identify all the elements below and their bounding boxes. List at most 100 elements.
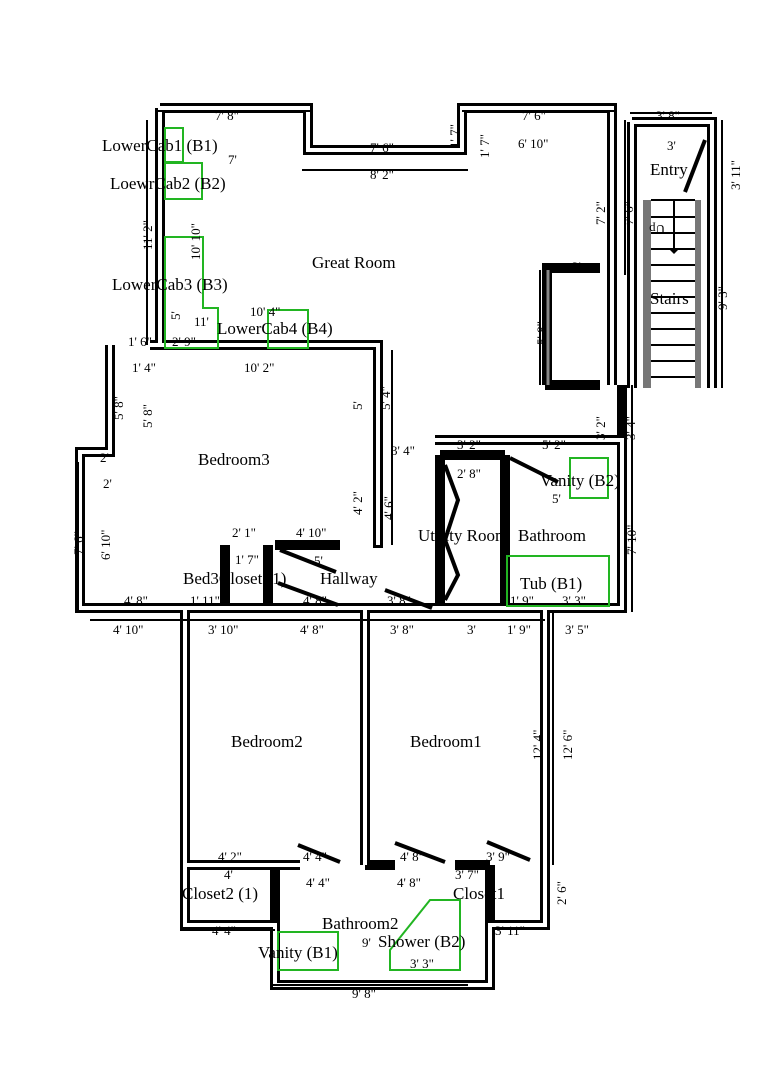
dim-label: 2' 8" bbox=[457, 466, 481, 481]
dim-label: 5' 2" bbox=[542, 437, 566, 452]
dim-label: 6' 10" bbox=[98, 530, 113, 560]
dim-label: 10' 10" bbox=[188, 223, 203, 260]
dim-label: 1' 9" bbox=[507, 622, 531, 637]
dim-label: 1' 11" bbox=[190, 593, 220, 608]
dim-label: 4' 8" bbox=[400, 849, 424, 864]
dim-label: 10' 2" bbox=[244, 360, 274, 375]
dim-label: 6' 10" bbox=[518, 136, 548, 151]
dim-label: 12' 6" bbox=[560, 730, 575, 760]
fixture-lowercab1: LowerCab1 (B1) bbox=[102, 136, 218, 155]
dim-label: 4' 10" bbox=[296, 525, 326, 540]
dim-label: 1' 7" bbox=[235, 552, 259, 567]
room-closet2: Closet2 (1) bbox=[182, 884, 258, 903]
dim-label: 4' 8" bbox=[300, 622, 324, 637]
dim-label: 5' 8" bbox=[534, 321, 549, 345]
dim-label: 7' 6" bbox=[522, 108, 546, 123]
dim-label: 4' 4" bbox=[212, 923, 236, 938]
dim-label: 3' 4" bbox=[391, 443, 415, 458]
dimension-lines bbox=[77, 110, 723, 986]
room-closet1: Closet1 bbox=[453, 884, 505, 903]
dim-label: 3' bbox=[572, 259, 581, 274]
dim-label: 12' 4" bbox=[530, 730, 545, 760]
dim-label: 1' 9" bbox=[510, 593, 534, 608]
fixture-lowercab4: LowerCab4 (B4) bbox=[217, 319, 333, 338]
dim-label: 7' 8" bbox=[215, 108, 239, 123]
fixture-tub-b1: Tub (B1) bbox=[520, 574, 582, 593]
dim-label: 2' bbox=[100, 450, 109, 465]
room-utility: Utility Room bbox=[418, 526, 508, 545]
dim-label: 3' 11" bbox=[728, 160, 743, 190]
dim-label: 2' 1" bbox=[232, 525, 256, 540]
dim-label: 5' bbox=[168, 311, 183, 320]
dim-label: 8' 2" bbox=[370, 167, 394, 182]
room-bedroom1: Bedroom1 bbox=[410, 732, 482, 751]
dim-label: 4' bbox=[224, 867, 233, 882]
walls bbox=[75, 103, 717, 990]
fixture-shower-b2: Shower (B2) bbox=[378, 932, 465, 951]
dim-label: 5' bbox=[314, 553, 323, 568]
dim-label: 3' 2" bbox=[457, 437, 481, 452]
dim-label: 7' 6" bbox=[621, 201, 636, 225]
dim-label: 3' bbox=[467, 622, 476, 637]
fixture-lowercab3: LowerCab3 (B3) bbox=[112, 275, 228, 294]
dim-label: 5' 8" bbox=[140, 404, 155, 428]
dim-label: 3' bbox=[667, 138, 676, 153]
dim-label: 9' 3" bbox=[715, 286, 730, 310]
fixture-vanity-b1: Vanity (B1) bbox=[258, 943, 338, 962]
dim-label: 7' 6" bbox=[71, 531, 86, 555]
dim-label: 5' 8" bbox=[111, 396, 126, 420]
dim-label: 7' 10" bbox=[624, 525, 639, 555]
dim-label: 7' bbox=[228, 152, 237, 167]
dim-label: 2' 9" bbox=[172, 334, 196, 349]
dim-label: 9' 8" bbox=[352, 986, 376, 1001]
dim-label: 4' 2" bbox=[350, 491, 365, 515]
fixtures bbox=[164, 127, 610, 971]
dim-label: 9' bbox=[362, 935, 371, 950]
dim-label: 7' 2" bbox=[593, 201, 608, 225]
dim-label: 3' 10" bbox=[208, 622, 238, 637]
dim-label: 3' 3" bbox=[562, 593, 586, 608]
dim-label: 11' 2" bbox=[140, 220, 155, 250]
dim-label: 2' bbox=[103, 476, 112, 491]
room-labels: Great Room Entry Stairs Up Bedroom3 Bed3… bbox=[102, 136, 689, 962]
dim-label: 4' 2" bbox=[218, 849, 242, 864]
dim-label: 3' 2" bbox=[593, 416, 608, 440]
room-bed3-closet: Bed3Closet (1) bbox=[183, 569, 286, 588]
stairs-up-label: Up bbox=[649, 222, 665, 237]
dim-label: 4' 8" bbox=[124, 593, 148, 608]
arrow-down-icon bbox=[668, 248, 680, 254]
fixture-lowercab2: LoewrCab2 (B2) bbox=[110, 174, 226, 193]
room-bathroom2: Bathroom2 bbox=[322, 914, 399, 933]
dim-label: 4' 8" bbox=[303, 593, 327, 608]
dim-label: 5' bbox=[350, 401, 365, 410]
dim-label: 3' 3" bbox=[410, 956, 434, 971]
room-bedroom3: Bedroom3 bbox=[198, 450, 270, 469]
doors bbox=[277, 139, 707, 864]
dim-label: 11' bbox=[194, 314, 209, 329]
room-stairs: Stairs bbox=[650, 289, 689, 308]
stair-treads bbox=[643, 199, 701, 388]
dim-label: 1' 7" bbox=[477, 134, 492, 158]
dim-label: 3' 8" bbox=[387, 593, 411, 608]
dim-label: 3' 8" bbox=[656, 108, 680, 123]
room-bedroom2: Bedroom2 bbox=[231, 732, 303, 751]
dim-label: 4' 6" bbox=[381, 496, 396, 520]
dim-label: 1' 6" bbox=[128, 334, 152, 349]
dim-label: 4' 10" bbox=[113, 622, 143, 637]
dimension-labels: 7' 8" 7' 6" 7' 6" 3' 8" 7' 8' 2" 1' 7" 1… bbox=[71, 108, 743, 1001]
fixture-vanity-b2: Vanity (B2) bbox=[540, 471, 620, 490]
room-entry: Entry bbox=[650, 160, 688, 179]
dim-label: 3' 7" bbox=[455, 867, 479, 882]
dim-label: 4' 8" bbox=[397, 875, 421, 890]
dim-label: 1' 7" bbox=[447, 124, 462, 148]
dim-label: 5' 4" bbox=[378, 386, 393, 410]
dim-label: 1' 4" bbox=[132, 360, 156, 375]
dim-label: 2' 6" bbox=[554, 881, 569, 905]
dim-label: 4' 4" bbox=[306, 875, 330, 890]
dim-label: 5' bbox=[552, 491, 561, 506]
dim-label: 10' 4" bbox=[250, 304, 280, 319]
dim-label: 3' 8" bbox=[390, 622, 414, 637]
room-bathroom: Bathroom bbox=[518, 526, 586, 545]
dim-label: 3' 9" bbox=[486, 849, 510, 864]
